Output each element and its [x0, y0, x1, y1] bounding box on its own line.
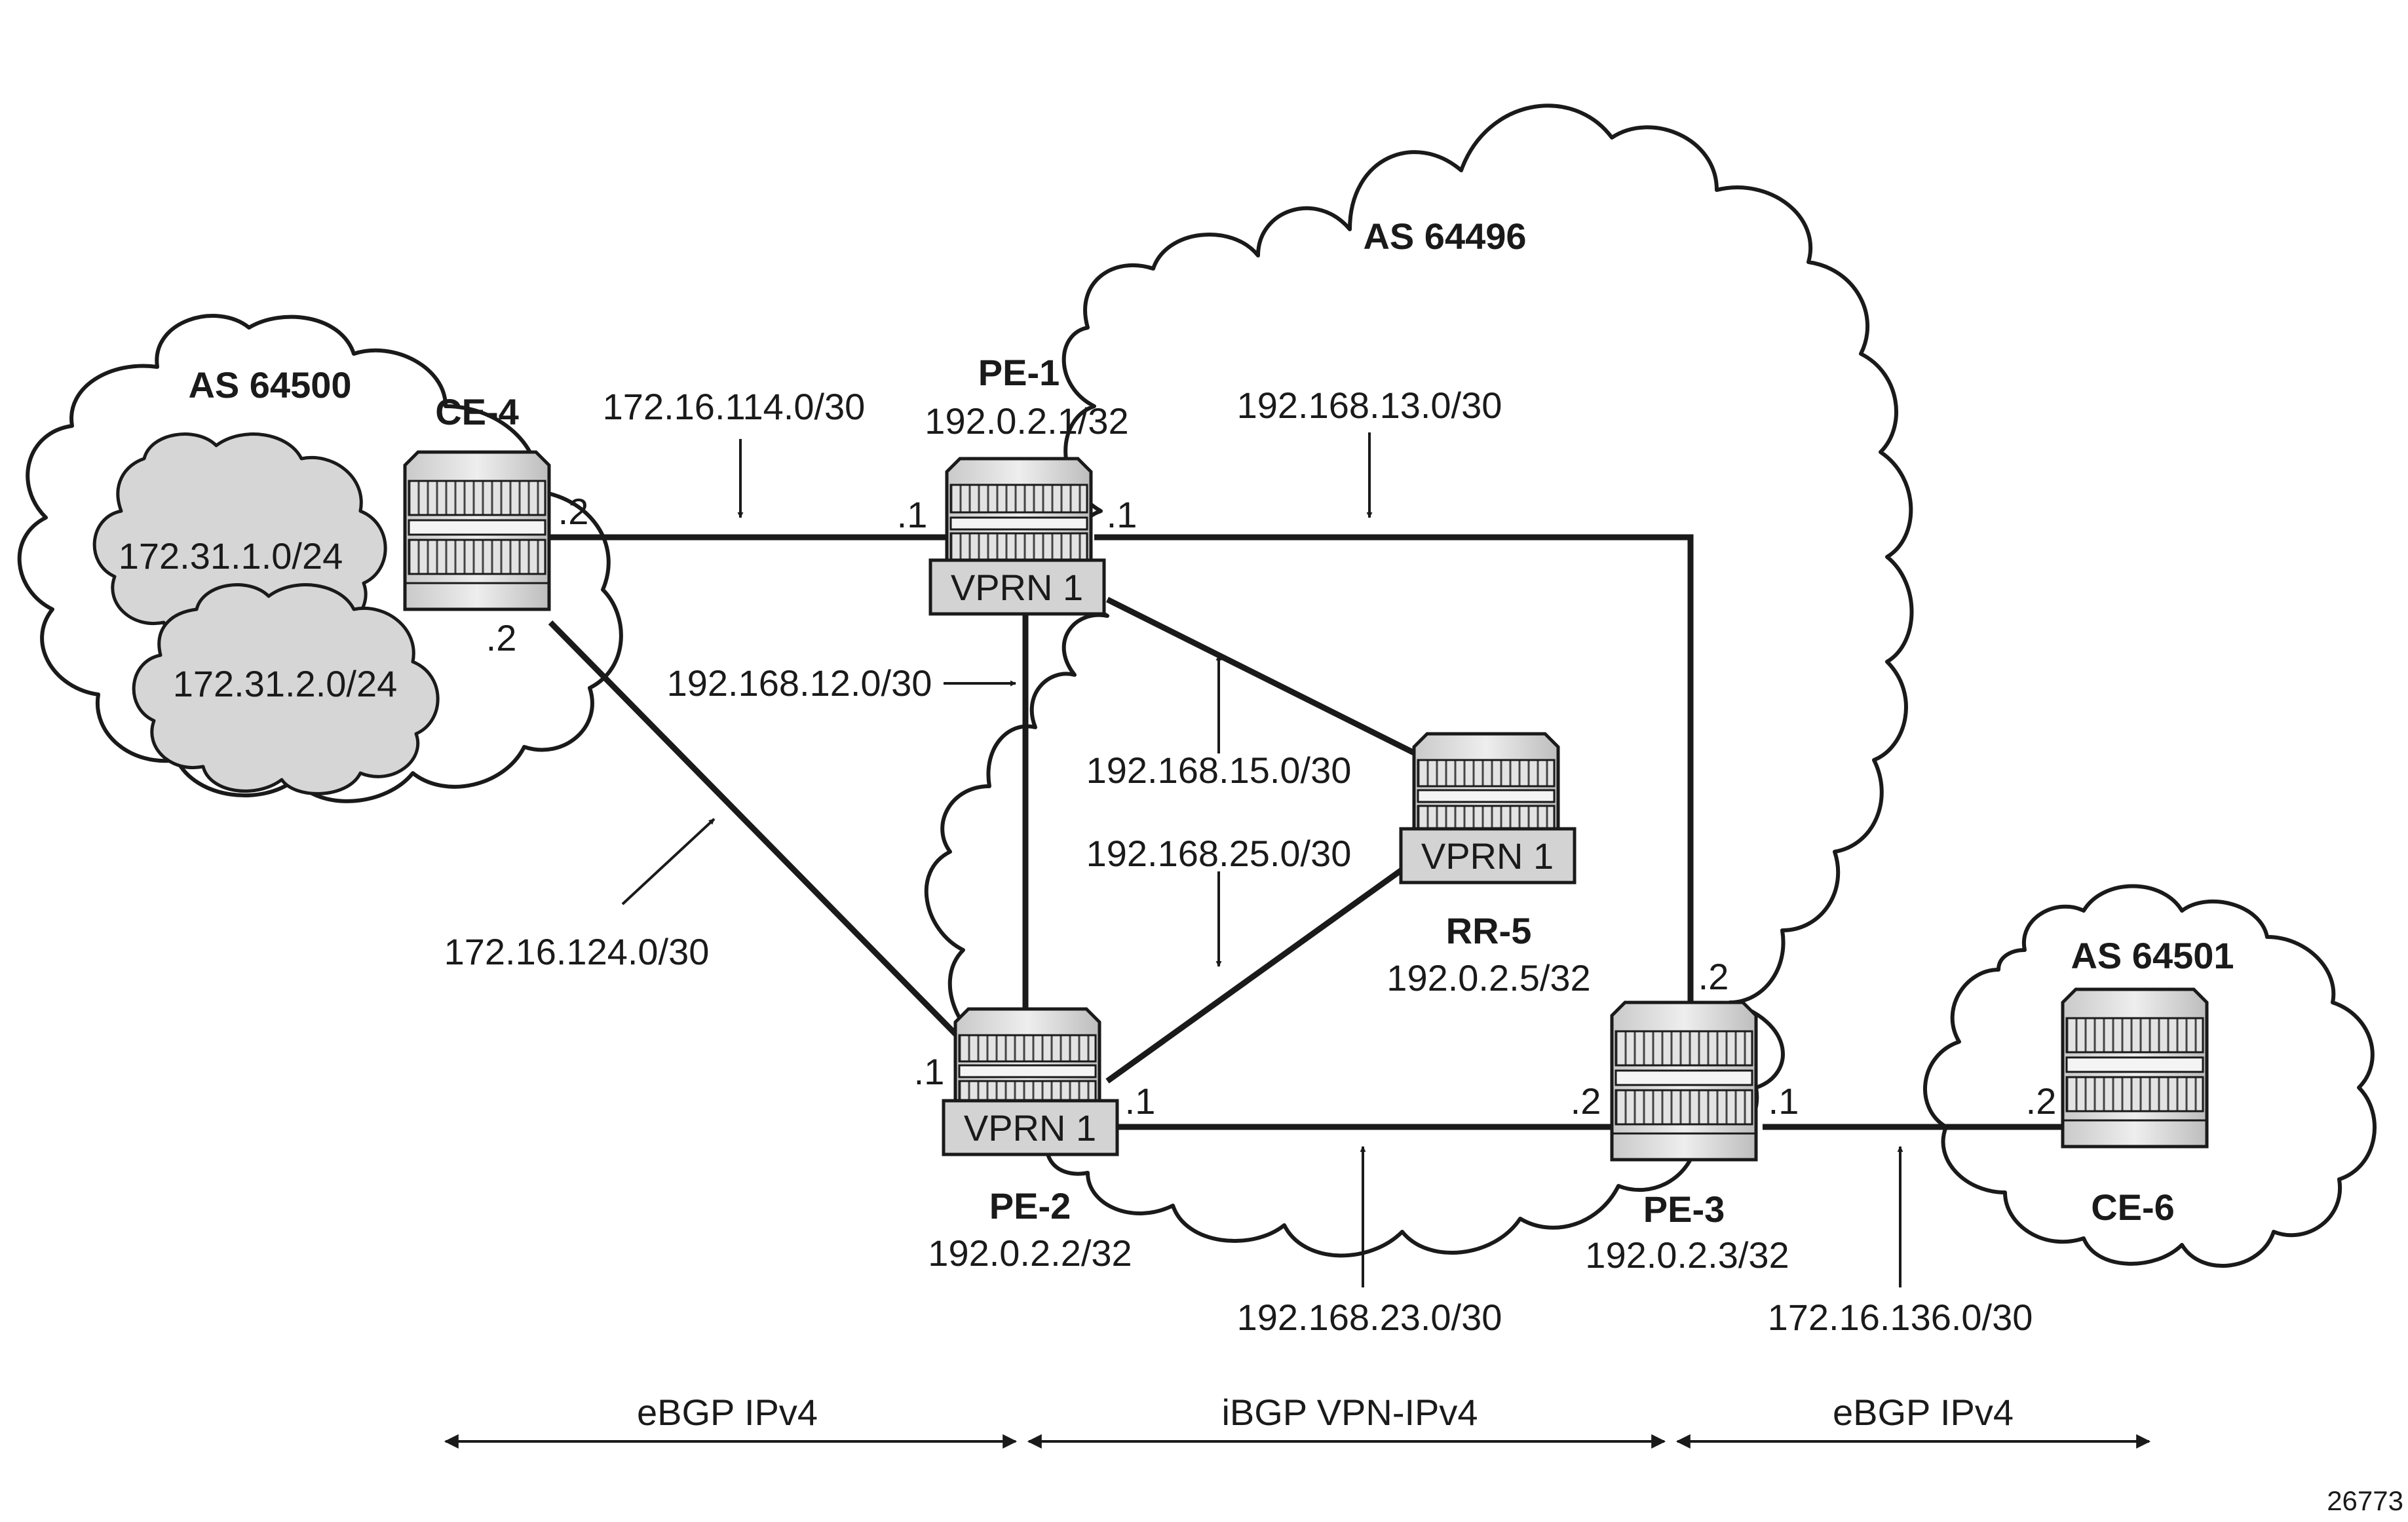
- pe2-name: PE-2: [989, 1185, 1071, 1227]
- session-label-middle: iBGP VPN-IPv4: [1221, 1392, 1478, 1433]
- link-ce4-pe2: [548, 620, 959, 1038]
- as-label-right: AS 64501: [2071, 935, 2234, 976]
- port-ce4-bottom: .2: [486, 617, 517, 658]
- ce6-name: CE-6: [2091, 1187, 2175, 1228]
- link-label-pe1-rr5: 192.168.15.0/30: [1086, 750, 1352, 791]
- port-pe3-left: .2: [1571, 1080, 1601, 1122]
- figure-id: 26773: [2327, 1485, 2403, 1516]
- port-pe3-right: .1: [1768, 1080, 1799, 1122]
- subnet-label-1: 172.31.1.0/24: [119, 535, 343, 577]
- arrow-ce4-pe2: [621, 818, 716, 905]
- port-ce4-top: .2: [558, 491, 589, 532]
- router-ce6: [2061, 987, 2209, 1149]
- link-label-pe2-pe3: 192.168.23.0/30: [1237, 1297, 1502, 1338]
- pe1-vprn-label: VPRN 1: [951, 567, 1083, 608]
- rr5-vprn-box: [1399, 827, 1577, 885]
- pe2-address: 192.0.2.2/32: [928, 1232, 1132, 1274]
- port-pe3-top: .2: [1698, 956, 1729, 997]
- session-label-left: eBGP IPv4: [637, 1392, 818, 1433]
- as-label-core: AS 64496: [1363, 216, 1526, 257]
- link-pe1-pe3: [1094, 534, 1694, 1022]
- rr5-vprn-label: VPRN 1: [1421, 835, 1554, 877]
- link-label-pe1-pe3: 192.168.13.0/30: [1237, 385, 1502, 426]
- as-label-left: AS 64500: [188, 364, 351, 406]
- pe2-vprn-label: VPRN 1: [964, 1107, 1096, 1149]
- pe2-vprn-box: [942, 1099, 1119, 1156]
- pe3-address: 192.0.2.3/32: [1585, 1234, 1789, 1276]
- pe1-vprn-box: [928, 558, 1106, 616]
- ce4-name: CE-4: [435, 391, 519, 432]
- link-label-pe2-rr5: 192.168.25.0/30: [1086, 833, 1352, 874]
- port-ce6-left: .2: [2026, 1080, 2057, 1122]
- router-pe3: [1610, 1000, 1758, 1162]
- subnet-label-2: 172.31.2.0/24: [173, 663, 398, 704]
- port-pe1-right: .1: [1107, 494, 1137, 535]
- link-pe2-rr5: [1105, 862, 1411, 1084]
- port-pe2-right: .1: [1125, 1080, 1156, 1122]
- pe1-address: 192.0.2.1/32: [925, 400, 1128, 442]
- link-label-ce4-pe1: 172.16.114.0/30: [603, 386, 866, 427]
- link-label-pe1-pe2: 192.168.12.0/30: [667, 662, 932, 704]
- port-pe2-left: .1: [914, 1051, 945, 1092]
- link-label-pe3-ce6: 172.16.136.0/30: [1768, 1297, 2033, 1338]
- link-pe1-rr5: [1105, 596, 1430, 763]
- port-pe1-left: .1: [897, 494, 928, 535]
- router-ce4: [403, 450, 551, 611]
- router-pe2: [953, 1007, 1101, 1129]
- link-label-ce4-pe2: 172.16.124.0/30: [444, 931, 710, 972]
- session-label-right: eBGP IPv4: [1833, 1392, 2014, 1433]
- router-rr5: [1412, 732, 1560, 854]
- rr5-name: RR-5: [1446, 910, 1532, 951]
- pe3-name: PE-3: [1643, 1189, 1725, 1230]
- subnet-cloud-2: [132, 583, 440, 795]
- pe1-name: PE-1: [978, 352, 1060, 393]
- rr5-address: 192.0.2.5/32: [1386, 957, 1590, 999]
